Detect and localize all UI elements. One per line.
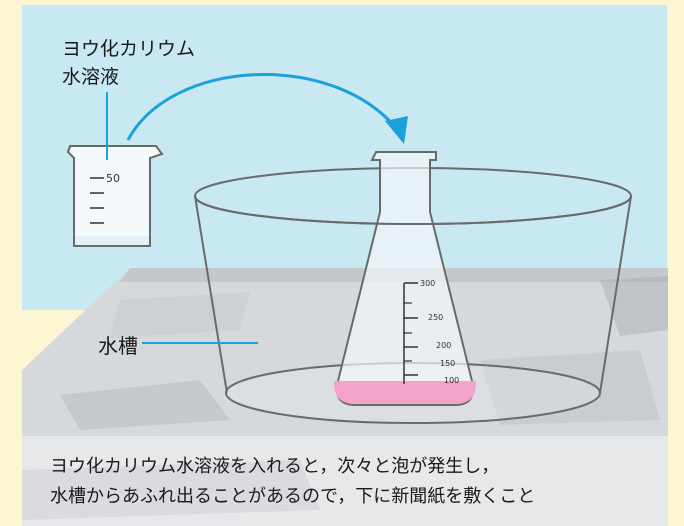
reagent-label-line-1: ヨウ化カリウム (62, 38, 196, 60)
pour-arrow (126, 72, 398, 141)
caption-line-1: ヨウ化カリウム水溶液を入れると，次々と泡が発生し， (50, 456, 500, 477)
tank-front-rim (194, 195, 632, 225)
flask-tick-200: 200 (436, 341, 451, 350)
reagent-label: ヨウ化カリウム 水溶液 (62, 35, 195, 91)
flask-tick-100: 100 (444, 376, 459, 385)
beaker: 50 (66, 145, 164, 247)
conical-flask: 300 250 200 150 100 (333, 151, 477, 406)
beaker-tick-label: 50 (106, 172, 120, 185)
caption: ヨウ化カリウム水溶液を入れると，次々と泡が発生し， 水槽からあふれ出ることがある… (50, 452, 535, 512)
caption-line-2: 水槽からあふれ出ることがあるので，下に新聞紙を敷くこと (50, 486, 536, 507)
pour-arrowhead (385, 116, 408, 144)
reagent-label-line-2: 水溶液 (62, 66, 120, 88)
flask-tick-300: 300 (420, 279, 435, 288)
flask-liquid (333, 381, 477, 404)
beaker-liquid (75, 236, 149, 245)
flask-tick-250: 250 (428, 313, 443, 322)
flask-tick-150: 150 (440, 359, 455, 368)
tank-label: 水槽 (98, 334, 138, 358)
